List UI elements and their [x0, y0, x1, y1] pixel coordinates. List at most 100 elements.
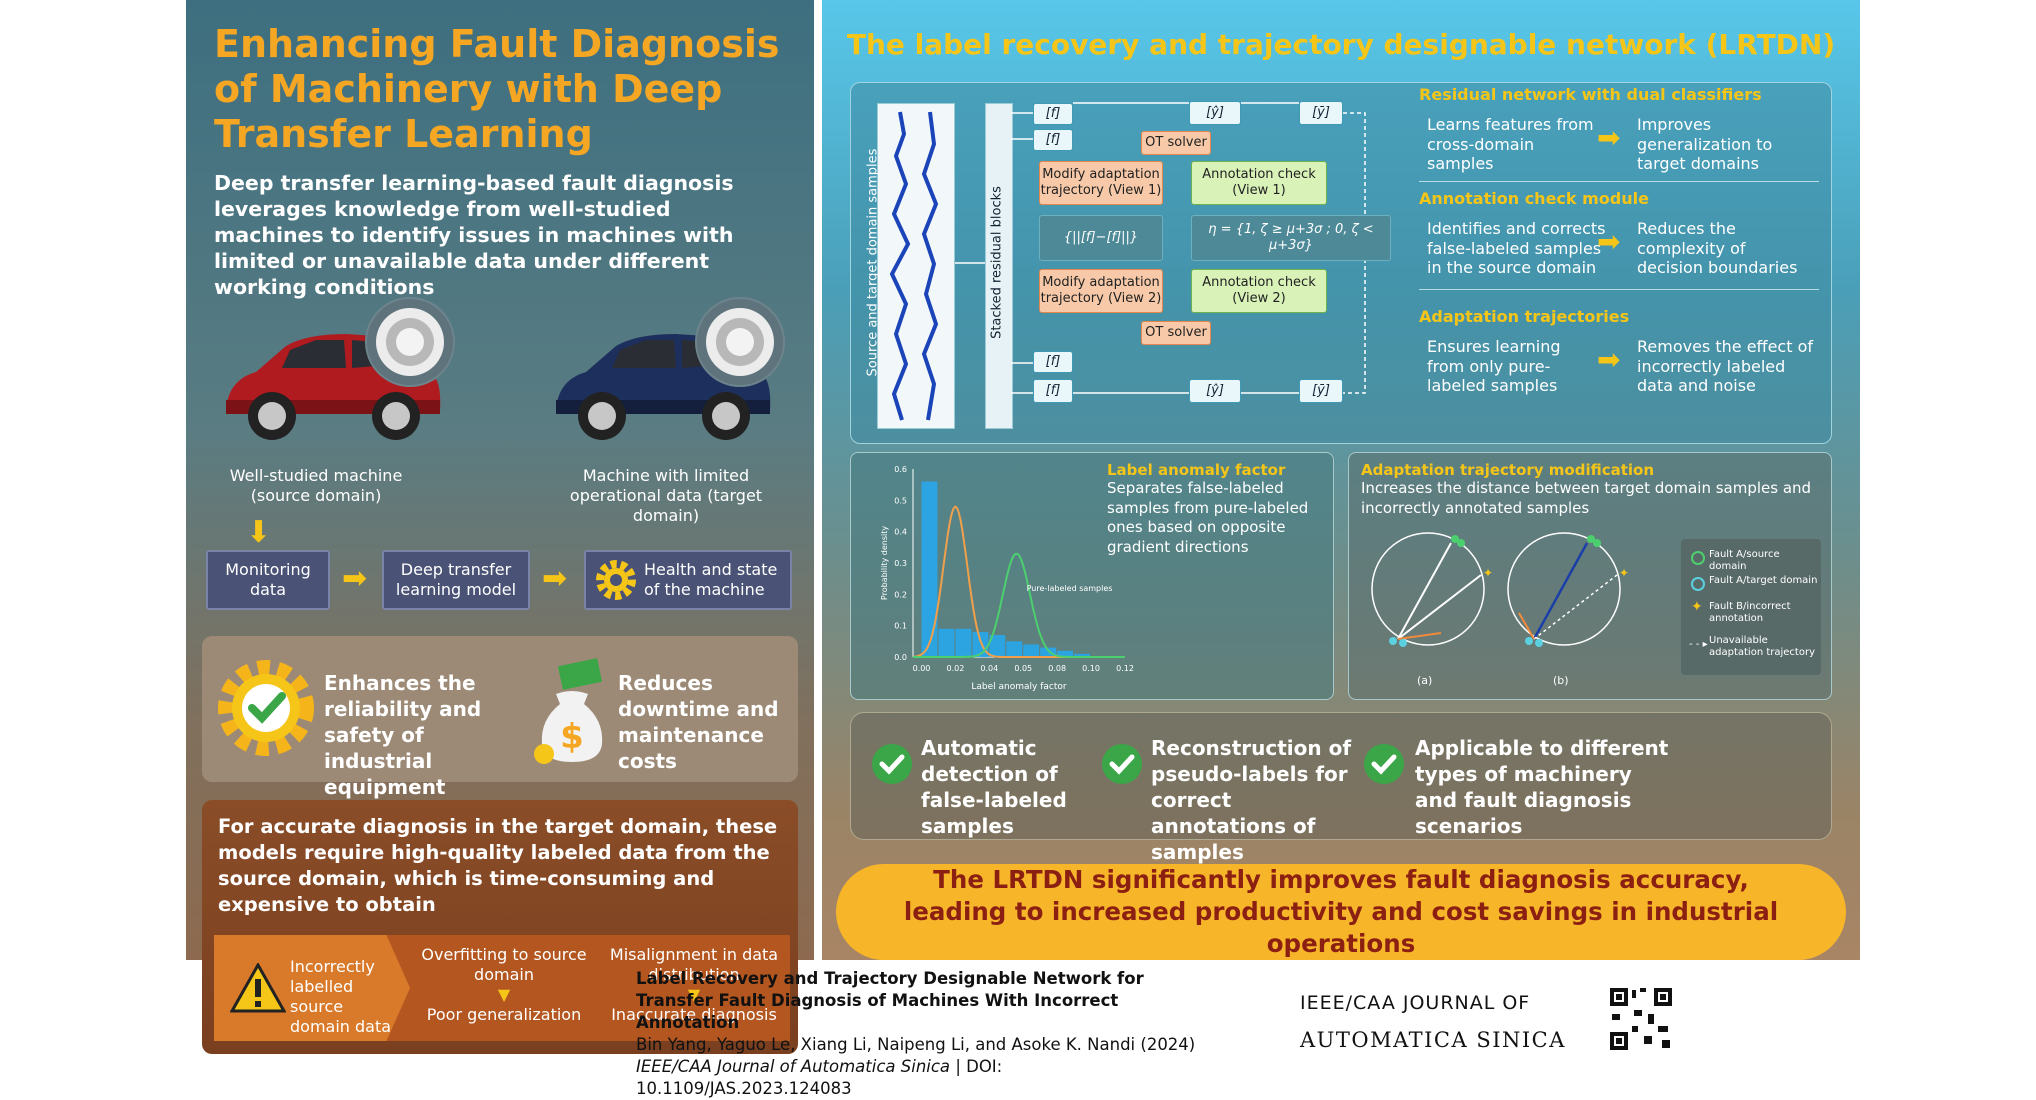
histogram-bar: [1057, 650, 1074, 657]
check-icon: [872, 744, 912, 784]
side-divider: [1419, 289, 1819, 290]
legend-target: Fault A/target domain: [1709, 575, 1818, 586]
histogram-bar: [921, 481, 938, 657]
flow-health-state: Health and state of the machine: [584, 550, 792, 610]
svg-text:✦: ✦: [1619, 566, 1629, 580]
x-tick-label: 0.10: [1082, 664, 1100, 673]
sub-label-b: (b): [1553, 674, 1569, 687]
x-axis-label: Label anomaly factor: [971, 682, 1067, 692]
y-tick-label: 0.4: [894, 528, 907, 537]
modify-trajectory-view1: Modify adaptation trajectory (View 1): [1039, 161, 1163, 205]
pred-target-view1: [ŷ]: [1189, 101, 1241, 125]
input-signals: [877, 103, 955, 429]
issue-inaccurate-diagnosis: Inaccurate diagnosis: [611, 1005, 777, 1024]
check-icon: [1102, 744, 1142, 784]
side-left-adaptation: Ensures learning from only pure-labeled …: [1427, 337, 1561, 395]
ot-solver-1: OT solver: [1141, 131, 1211, 155]
paper-journal-line: IEEE/CAA Journal of Automatica Sinica | …: [636, 1056, 1196, 1100]
histogram-bar: [1006, 641, 1023, 657]
legend-unavailable-icon: - - ▸: [1689, 639, 1708, 650]
right-arrow-icon: ➡: [542, 561, 568, 596]
sub-label-a: (a): [1417, 674, 1433, 687]
density-curve: [913, 552, 1125, 658]
paper-authors: Bin Yang, Yaguo Le, Xiang Li, Naipeng Li…: [636, 1035, 1196, 1054]
annotation-check-view2: Annotation check (View 2): [1191, 269, 1327, 313]
annotation-check-view1: Annotation check (View 1): [1191, 161, 1327, 205]
right-arrow-icon: ➡: [1597, 343, 1621, 376]
legend-source-icon: [1691, 551, 1705, 565]
money-bag-icon: $: [534, 658, 603, 764]
target-machine-label: Machine with limited operational data (t…: [569, 466, 763, 525]
cost-panel: For accurate diagnosis in the target dom…: [202, 800, 798, 1054]
histogram-bar: [989, 635, 1006, 657]
flow-monitoring-data: Monitoring data: [206, 550, 330, 610]
left-intro: Deep transfer learning-based fault diagn…: [214, 171, 734, 299]
histogram-bar: [1023, 644, 1040, 657]
pred-source-view1: [ȳ]: [1299, 101, 1343, 125]
conclusion-text: The LRTDN significantly improves fault d…: [903, 865, 1779, 958]
feature-target-view1: [f]: [1033, 129, 1073, 151]
check-automatic-detection: Automatic detection of false-labeled sam…: [921, 736, 1067, 838]
network-diagram-panel: Source and target domain samples Stacked…: [850, 82, 1832, 444]
side-heading-adaptation: Adaptation trajectories: [1419, 307, 1630, 326]
journal-name: IEEE/CAA Journal of Automatica Sinica: [636, 1057, 951, 1076]
y-tick-label: 0.0: [894, 653, 907, 662]
conclusion-banner: The LRTDN significantly improves fault d…: [836, 864, 1846, 960]
pred-target-view2: [ŷ]: [1189, 379, 1241, 403]
checks-panel: Automatic detection of false-labeled sam…: [850, 712, 1832, 864]
right-arrow-icon: ➡: [342, 561, 368, 596]
modify-trajectory-view2: Modify adaptation trajectory (View 2): [1039, 269, 1163, 313]
vibration-signal-illustration: [889, 111, 939, 421]
side-left-annotation: Identifies and corrects false-labeled sa…: [1427, 219, 1606, 277]
benefit-costs: Reduces downtime and maintenance costs: [618, 671, 779, 773]
side-heading-residual: Residual network with dual classifiers: [1419, 85, 1762, 104]
issue-incorrect-labels-text: Incorrectly labelled source domain data: [290, 957, 392, 1036]
legend-source: Fault A/source domain: [1709, 549, 1780, 572]
issue-incorrect-labels: Incorrectly labelled source domain data: [214, 935, 410, 1041]
issue-poor-generalization: Poor generalization: [426, 1005, 582, 1024]
journal-brand-line1: IEEE/CAA JOURNAL OF: [1300, 992, 1531, 1014]
feature-source-view2: [f]: [1033, 351, 1073, 373]
issue-misalignment: Misalignment in data distribution: [609, 945, 779, 984]
legend-incorrect-icon: ✦: [1691, 599, 1703, 615]
side-heading-annotation: Annotation check module: [1419, 189, 1649, 208]
journal-brand-line2: AUTOMATICA SINICA: [1300, 1028, 1566, 1052]
distance-formula: {||[f]−[f]||}: [1039, 215, 1163, 261]
trajectory-text: Increases the distance between target do…: [1361, 479, 1812, 517]
down-arrow-icon: ▼: [497, 985, 511, 1004]
right-title: The label recovery and trajectory design…: [846, 28, 1836, 61]
x-tick-label: 0.02: [946, 664, 964, 673]
target-bearing-icon: [695, 297, 785, 387]
legend-target-icon: [1691, 577, 1705, 591]
pure-labeled-annotation: Pure-labeled samples: [1027, 584, 1113, 593]
source-machine-label: Well-studied machine (source domain): [229, 466, 403, 505]
gear-icon: [596, 560, 636, 600]
side-divider: [1419, 181, 1819, 182]
benefit-reliability: Enhances the reliability and safety of i…: [324, 671, 482, 799]
paper-title: Label Recovery and Trajectory Designable…: [636, 969, 1144, 1032]
y-tick-label: 0.2: [894, 590, 907, 599]
check-icon: [1364, 744, 1404, 784]
feature-source-view1: [f]: [1033, 103, 1073, 125]
right-panel: The label recovery and trajectory design…: [822, 0, 1860, 960]
down-arrow-icon: ⬇: [246, 515, 272, 550]
flow-health-state-label: Health and state of the machine: [644, 560, 778, 599]
benefits-panel: Enhances the reliability and safety of i…: [202, 636, 798, 799]
residual-blocks: [985, 103, 1013, 429]
feature-target-view2: [f]: [1033, 379, 1073, 403]
side-right-annotation: Reduces the complexity of decision bound…: [1637, 219, 1798, 277]
x-tick-label: 0.08: [1048, 664, 1066, 673]
warning-icon: [230, 963, 286, 1013]
x-tick-label: 0.04: [980, 664, 998, 673]
issues-bar: Incorrectly labelled source domain data …: [214, 935, 790, 1041]
side-left-residual: Learns features from cross-domain sample…: [1427, 115, 1594, 173]
histogram-bar: [1074, 653, 1091, 657]
issue-overfitting: Overfitting to source domain: [421, 945, 587, 984]
flow-deep-transfer-model: Deep transfer learning model: [382, 550, 530, 610]
y-tick-label: 0.1: [894, 622, 907, 631]
trajectory-heading: Adaptation trajectory modification: [1361, 461, 1655, 479]
check-applicable: Applicable to different types of machine…: [1415, 736, 1669, 838]
x-tick-label: 0.00: [913, 664, 931, 673]
trajectory-diagram-b: ✦: [1507, 532, 1629, 647]
